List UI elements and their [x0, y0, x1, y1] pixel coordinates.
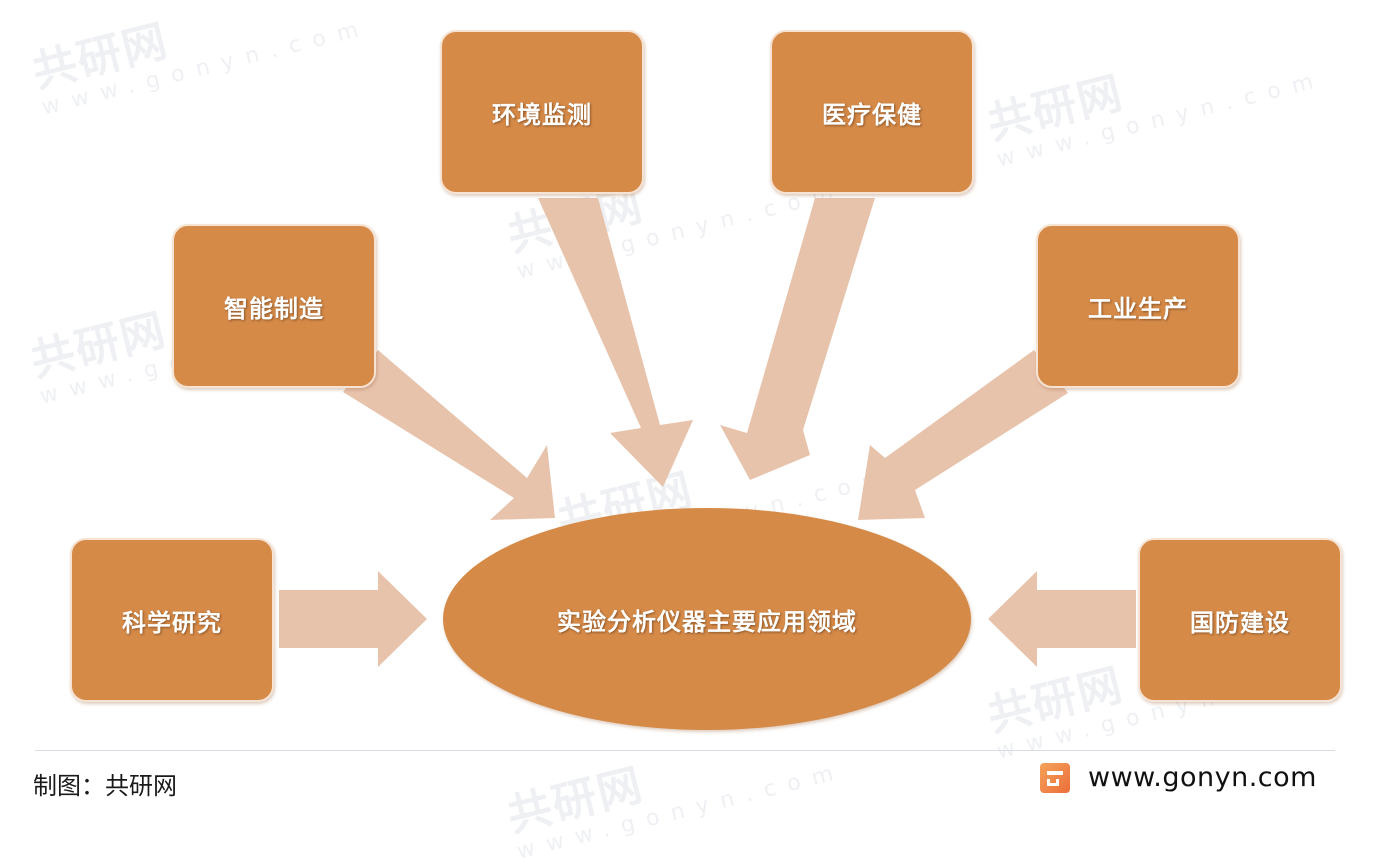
node-science: 科学研究	[70, 538, 274, 702]
site-url: www.gonyn.com	[1088, 762, 1317, 793]
arrow-med-to-center	[720, 198, 875, 480]
node-label: 国防建设	[1190, 608, 1290, 637]
arrow-smart-to-center	[343, 350, 555, 520]
node-smart: 智能制造	[172, 224, 376, 388]
node-label: 科学研究	[122, 608, 222, 637]
footer-divider	[35, 750, 1335, 751]
gonyn-logo-icon	[1040, 762, 1070, 793]
node-env: 环境监测	[440, 30, 644, 194]
arrows-layer	[279, 198, 1136, 667]
arrow-science-to-center	[279, 571, 427, 667]
arrow-defense-to-center	[988, 571, 1136, 667]
arrow-industry-to-center	[858, 350, 1068, 520]
node-industry: 工业生产	[1036, 224, 1240, 388]
footer-credit: 制图：共研网	[33, 772, 177, 800]
footer-site: www.gonyn.com	[1040, 762, 1317, 793]
node-defense: 国防建设	[1138, 538, 1342, 702]
node-label: 环境监测	[492, 100, 592, 129]
node-med: 医疗保健	[770, 30, 974, 194]
center-label: 实验分析仪器主要应用领域	[557, 607, 857, 636]
center-node: 实验分析仪器主要应用领域	[443, 508, 971, 730]
node-label: 工业生产	[1088, 294, 1188, 323]
node-label: 医疗保健	[822, 100, 922, 129]
node-label: 智能制造	[224, 294, 324, 323]
arrow-env-to-center	[538, 198, 693, 487]
